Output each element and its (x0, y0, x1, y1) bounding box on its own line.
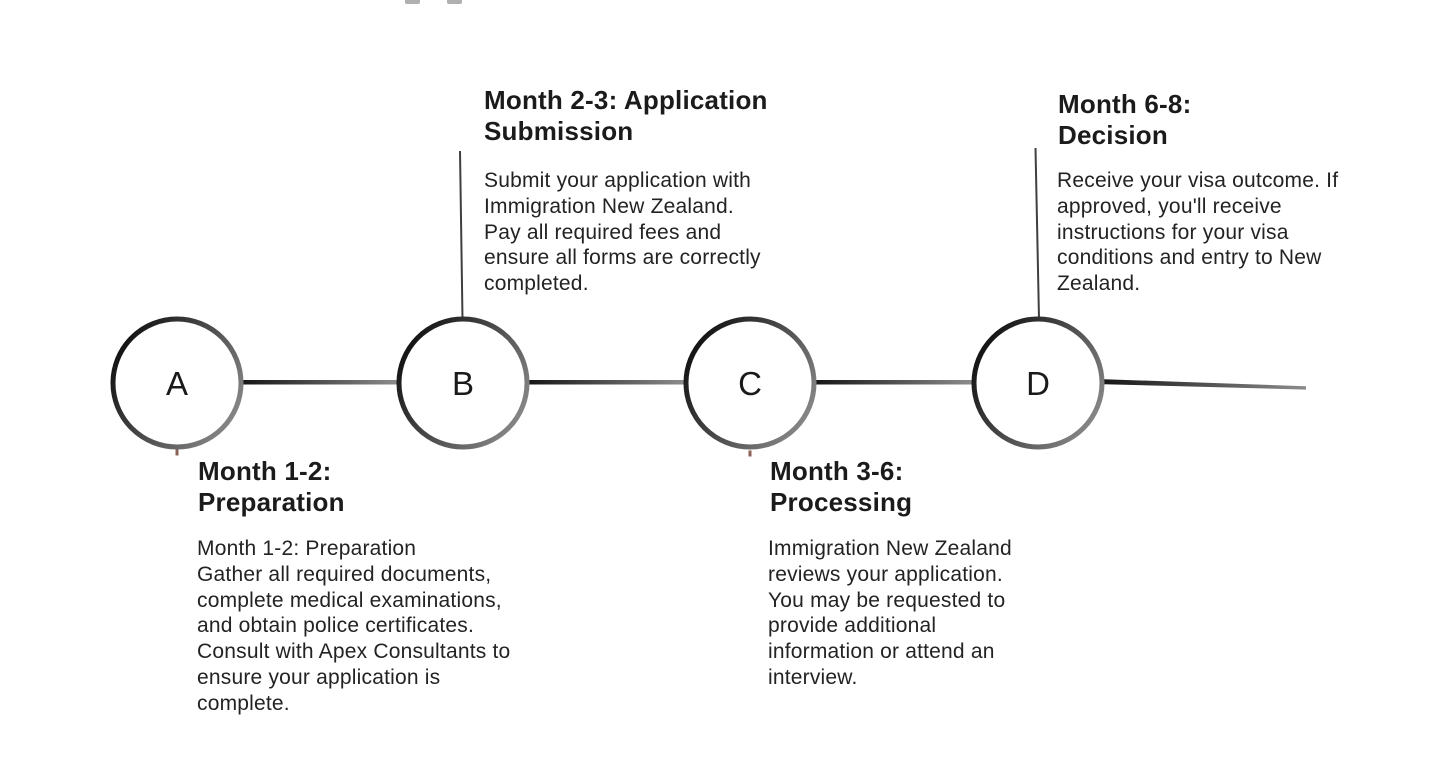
node-label-a: A (166, 365, 188, 402)
node-label-d: D (1026, 365, 1050, 402)
stub-below-c (748, 450, 752, 457)
stage-body-decision: Receive your visa outcome. If approved, … (1057, 169, 1339, 296)
stage-title-preparation: Month 1-2: Preparation (198, 456, 345, 517)
stage-title-application-submission: Month 2-3: Application Submission (484, 85, 768, 146)
cropped-text-fragment (405, 0, 420, 4)
node-circle-a (110, 316, 244, 450)
stage-body-preparation: Month 1-2: Preparation Gather all requir… (197, 537, 511, 715)
stage-body-application-submission: Submit your application with Immigration… (484, 169, 761, 296)
connector-a-b (243, 380, 398, 385)
stub-below-a (175, 449, 179, 456)
node-circle-c (683, 316, 817, 450)
connector-c-d (816, 380, 972, 385)
node-label-b: B (452, 365, 474, 402)
connector-b-c (529, 380, 684, 385)
node-label-c: C (738, 365, 762, 402)
node-circle-d (971, 316, 1105, 450)
stage-body-processing: Immigration New Zealand reviews your app… (768, 537, 1012, 689)
connector-d-end (1104, 379, 1306, 390)
callout-line-d (1034, 147, 1040, 320)
stage-title-decision: Month 6-8: Decision (1058, 89, 1192, 150)
cropped-text-fragment (447, 0, 462, 4)
node-circle-b (396, 316, 530, 450)
stage-title-processing: Month 3-6: Processing (770, 456, 913, 517)
callout-line-b (459, 150, 464, 320)
